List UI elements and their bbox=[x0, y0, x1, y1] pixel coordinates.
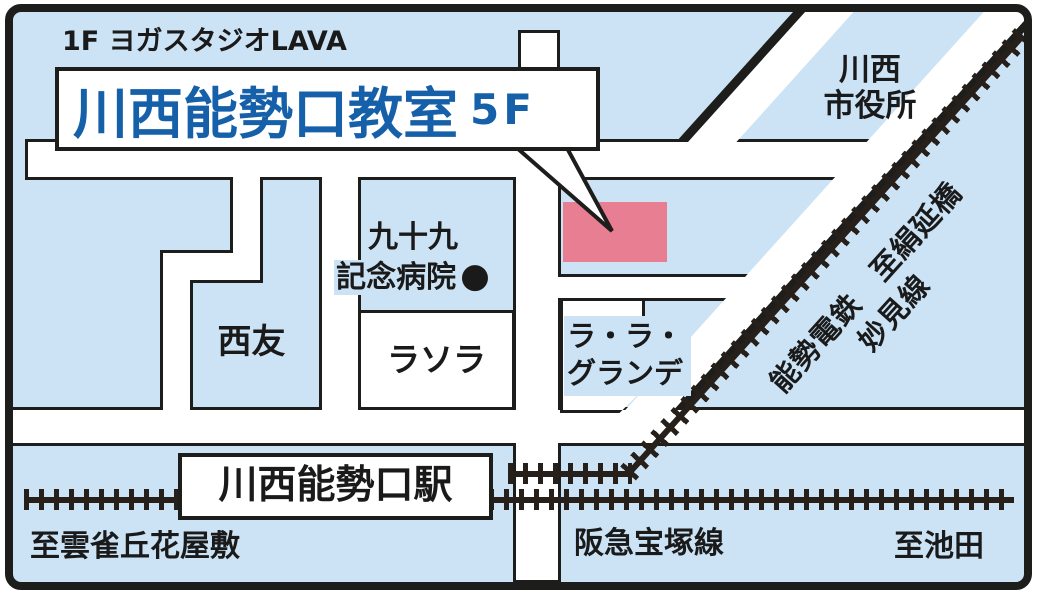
direction-west-label: 至雲雀丘花屋敷 bbox=[30, 529, 240, 564]
seiyu-label: 西友 bbox=[217, 322, 286, 362]
direction-east-label: 至池田 bbox=[894, 529, 984, 564]
city-hall-line1: 川西 bbox=[839, 52, 901, 88]
lasola-building bbox=[358, 310, 515, 410]
lasola-label: ラソラ bbox=[387, 340, 486, 379]
railway-nose-line-horizontal bbox=[508, 463, 632, 484]
hospital-line2: 記念病院 bbox=[334, 260, 459, 295]
title-floor-text: 5F bbox=[470, 84, 536, 134]
la-la-grande-line1: ラ・ラ・ bbox=[567, 319, 684, 353]
title-box: 川西能勢口教室 5F bbox=[55, 67, 600, 151]
road-west-vertical-lower bbox=[163, 277, 190, 430]
title-text: 川西能勢口教室 bbox=[73, 82, 459, 146]
la-la-grande-label: ラ・ラ・ グランデ bbox=[564, 316, 692, 396]
target-building-highlight bbox=[563, 202, 667, 262]
hospital-line1: 九十九 bbox=[366, 220, 460, 255]
road-west-jog bbox=[163, 253, 260, 280]
city-hall-line2: 市役所 bbox=[823, 88, 917, 124]
road-north-stub bbox=[521, 33, 557, 73]
map-world: 川西能勢口駅 川西 市役所 九十九 記念病院● 西友 ラソラ ラ・ラ・ グランデ… bbox=[13, 12, 1024, 582]
station-label: 川西能勢口駅 bbox=[218, 463, 453, 509]
railway-hankyu-takarazuka-line bbox=[24, 489, 1014, 510]
road-target-south bbox=[545, 277, 760, 298]
la-la-grande-line2: グランデ bbox=[567, 356, 684, 390]
hospital-location-dot: ● bbox=[458, 256, 492, 296]
hankyu-line-label: 阪急宝塚線 bbox=[574, 526, 724, 561]
road-west-vertical-upper bbox=[233, 160, 260, 256]
map-frame: 川西能勢口駅 川西 市役所 九十九 記念病院● 西友 ラソラ ラ・ラ・ グランデ… bbox=[5, 4, 1032, 590]
city-hall-label: 川西 市役所 bbox=[820, 52, 920, 124]
road-station-vertical bbox=[516, 160, 558, 580]
station-box: 川西能勢口駅 bbox=[178, 453, 493, 520]
road-mid-vertical bbox=[322, 160, 358, 430]
floor-note-label: 1F ヨガスタジオLAVA bbox=[62, 26, 347, 57]
hospital-label: 九十九 記念病院● bbox=[328, 219, 498, 297]
